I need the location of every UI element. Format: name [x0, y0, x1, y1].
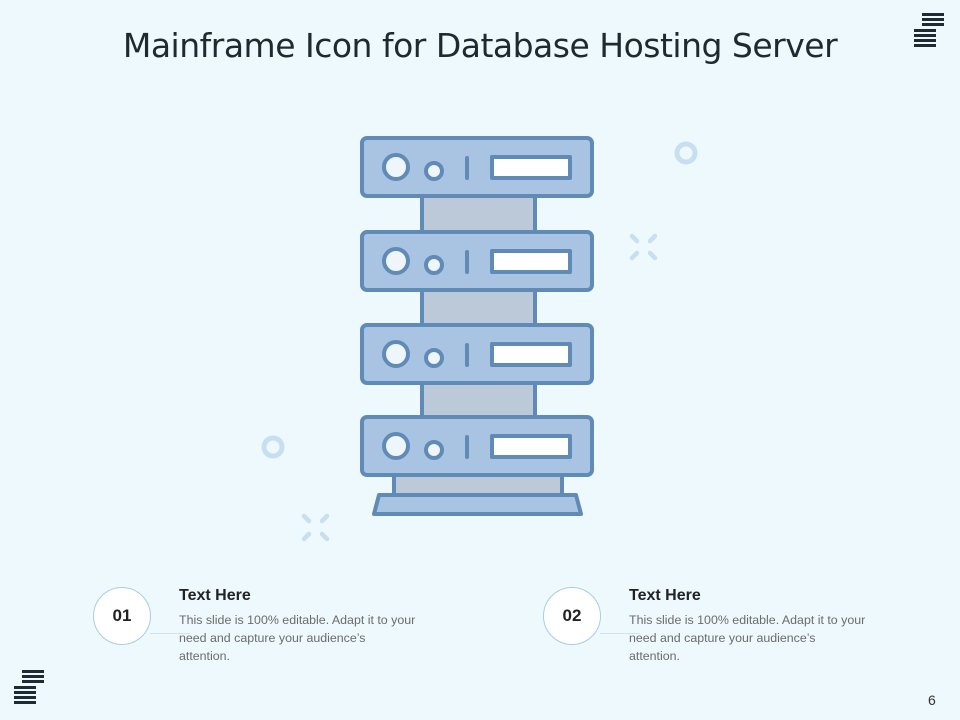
number-badge: 01: [93, 587, 151, 645]
ring-decor-icon: [261, 435, 285, 459]
connector-line: [150, 633, 190, 634]
connector-line: [600, 633, 640, 634]
item-description: This slide is 100% editable. Adapt it to…: [179, 613, 416, 663]
page-title: Mainframe Icon for Database Hosting Serv…: [122, 26, 838, 65]
sparkle-decor-icon: [629, 233, 658, 261]
item-heading: Text Here: [629, 587, 701, 604]
stacked-lines-logo-icon: [914, 13, 944, 47]
server-rack-icon: [360, 136, 594, 516]
sparkle-decor-icon: [301, 513, 330, 542]
item-description: This slide is 100% editable. Adapt it to…: [629, 613, 866, 663]
number-badge: 02: [543, 587, 601, 645]
ring-decor-icon: [674, 141, 698, 165]
item-heading: Text Here: [179, 587, 251, 604]
stacked-lines-logo-icon: [14, 670, 44, 704]
page-number: 6: [928, 692, 936, 708]
